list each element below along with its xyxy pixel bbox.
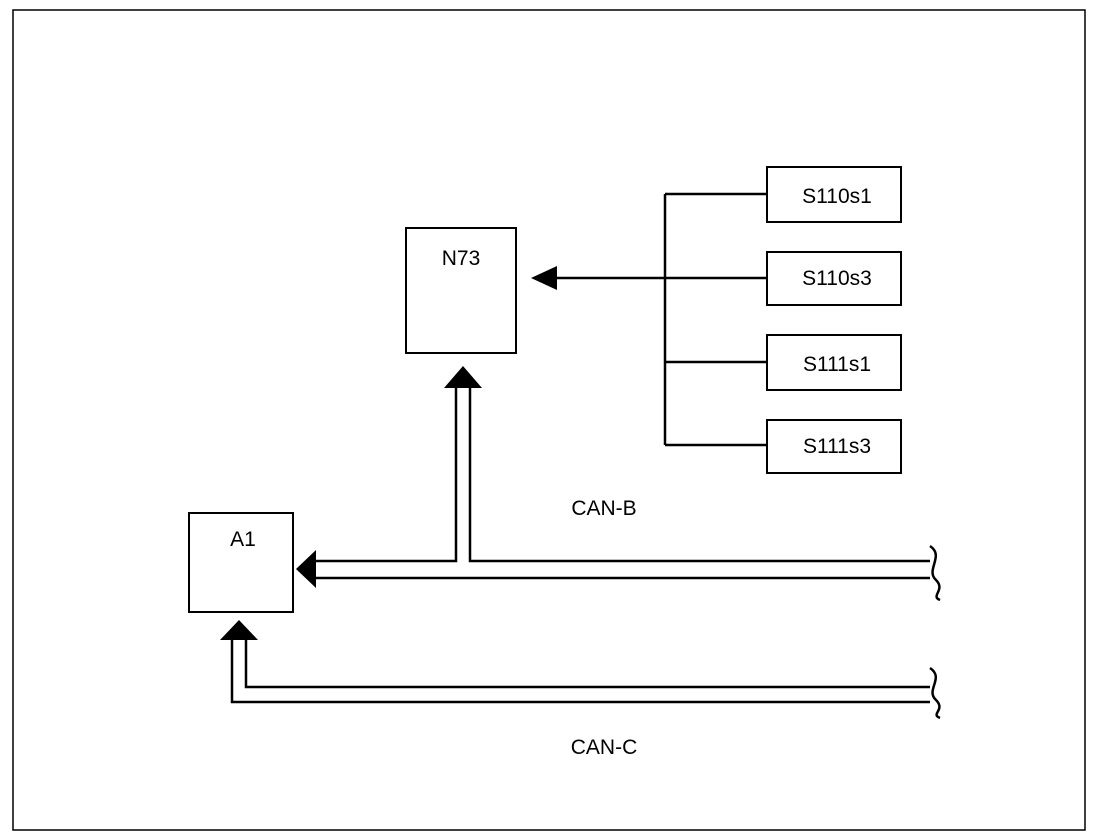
switch-s111s3-box [766,419,902,474]
module-a1-label: A1 [230,528,256,551]
can-b-label: CAN-B [571,497,636,520]
switch-s111s1-label: S111s1 [803,353,871,376]
can-b-arrowhead-n73 [444,366,482,388]
can-b-upper-rail-left [310,387,458,563]
switch-s110s1-label: S110s1 [802,185,872,208]
switch-s111s3-label: S111s3 [803,435,871,458]
can-c-bus [220,620,941,720]
module-n73: N73 [405,227,517,354]
switch-s110s3: S110s3 [766,251,902,306]
switch-harness [531,192,767,447]
can-c-label: CAN-C [571,736,638,759]
switch-s111s3: S111s3 [766,419,902,474]
module-a1: A1 [188,512,294,613]
can-c-break-symbol [929,666,941,720]
switch-s110s3-box [766,251,902,306]
switch-s111s1: S111s1 [766,334,902,391]
switch-s111s1-box [766,334,902,391]
can-b-bus [296,366,941,602]
can-b-break-symbol [929,544,941,602]
module-n73-label: N73 [442,247,481,270]
diagram-frame [12,9,1086,831]
can-c-arrowhead-a1 [220,620,258,640]
can-c-outer-rail [230,640,930,704]
can-c-inner-rail [244,640,930,689]
module-n73-box [405,227,517,354]
can-b-upper-rail-right [468,387,930,563]
module-a1-box [188,512,294,613]
switch-s110s3-label: S110s3 [802,267,872,290]
switch-s110s1-box [766,166,902,223]
can-b-arrowhead-a1 [296,550,316,588]
switch-s110s1: S110s1 [766,166,902,223]
arrowhead-to-n73 [531,266,557,290]
